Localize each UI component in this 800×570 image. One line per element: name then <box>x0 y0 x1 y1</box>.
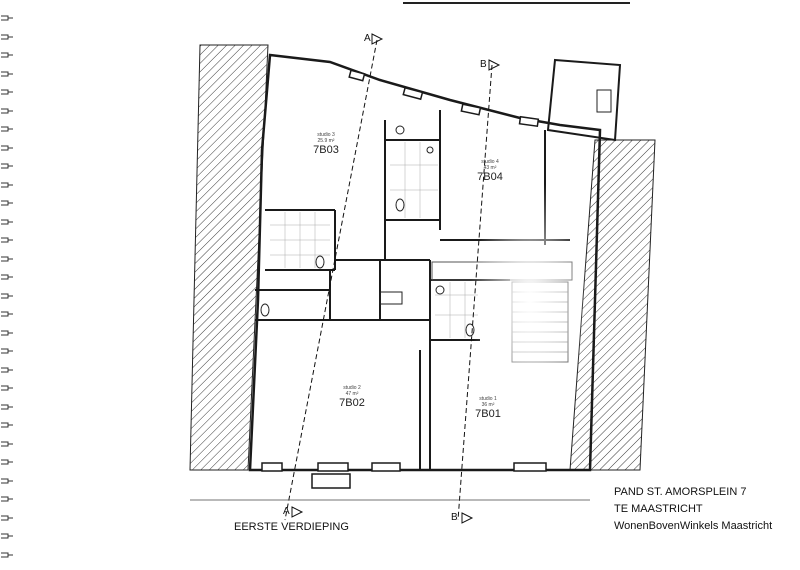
binder-hole <box>0 526 14 539</box>
title-line-1: PAND ST. AMORSPLEIN 7 <box>614 486 747 498</box>
binder-hole <box>0 175 14 187</box>
room-name: studio 1 <box>479 396 497 402</box>
room-label-7b04: studio 4 43 m² 7B04 <box>460 159 520 183</box>
binder-hole <box>0 212 14 224</box>
binder-hole <box>0 101 14 113</box>
section-marker-a-top: A <box>364 33 371 44</box>
section-marker-b-bottom: B <box>451 512 458 523</box>
room-label-7b03: studio 3 25.9 m² 7B03 <box>296 132 356 156</box>
binder-hole <box>0 267 14 280</box>
binder-hole <box>0 286 14 298</box>
binder-hole <box>0 489 14 502</box>
section-arrows <box>291 33 501 524</box>
sanitary-fixtures <box>260 125 475 337</box>
room-name: studio 2 <box>343 385 361 391</box>
binder-hole <box>0 119 14 132</box>
room-code: 7B03 <box>313 144 339 156</box>
room-code: 7B01 <box>475 408 501 420</box>
binder-hole <box>0 360 14 372</box>
building-outline <box>248 53 602 472</box>
title-block: PAND ST. AMORSPLEIN 7 TE MAASTRICHT Wone… <box>614 484 772 535</box>
binder-hole <box>0 249 14 261</box>
section-lines <box>284 39 493 521</box>
section-marker-b-top: B <box>480 59 487 70</box>
room-code: 7B04 <box>477 171 503 183</box>
room-name: studio 3 <box>317 132 335 138</box>
bay-window <box>546 58 622 142</box>
binder-hole <box>0 452 14 465</box>
binder-hole <box>0 8 14 21</box>
binder-hole <box>0 415 14 428</box>
room-area: 36 m² <box>481 402 495 408</box>
binder-hole <box>0 508 14 520</box>
binder-hole <box>0 193 14 206</box>
binder-hole <box>0 27 14 39</box>
room-area: 47 m² <box>345 391 359 397</box>
binder-hole <box>0 397 14 409</box>
scan-glare <box>470 180 590 420</box>
binder-hole <box>0 156 14 169</box>
room-area: 25.9 m² <box>317 138 335 144</box>
binder-hole <box>0 138 14 150</box>
binder-hole <box>0 230 14 243</box>
room-name: studio 4 <box>481 159 499 165</box>
interior-walls <box>255 110 570 470</box>
binder-hole <box>0 64 14 76</box>
room-label-7b02: studio 2 47 m² 7B02 <box>322 385 382 409</box>
bay-fixture <box>596 89 612 113</box>
room-area: 43 m² <box>483 165 497 171</box>
bathroom-tiles <box>270 142 478 338</box>
room-label-7b01: studio 1 36 m² 7B01 <box>458 396 518 420</box>
floor-label: EERSTE VERDIEPING <box>234 521 349 533</box>
binder-hole <box>0 378 14 391</box>
binder-hole <box>0 471 14 483</box>
rear-windows <box>348 69 540 128</box>
section-marker-a-bottom: A <box>283 506 290 517</box>
left-party-wall <box>189 44 269 471</box>
binder-hole <box>0 341 14 354</box>
binder-hole <box>0 45 14 58</box>
binder-hole <box>0 304 14 317</box>
title-line-2: TE MAASTRICHT <box>614 503 703 515</box>
binder-hole <box>0 323 14 335</box>
title-line-3: WonenBovenWinkels Maastricht <box>614 520 773 532</box>
binder-hole <box>0 82 14 95</box>
room-code: 7B02 <box>339 397 365 409</box>
binder-hole <box>0 434 14 446</box>
front-windows <box>261 462 547 489</box>
binder-hole <box>0 545 14 557</box>
